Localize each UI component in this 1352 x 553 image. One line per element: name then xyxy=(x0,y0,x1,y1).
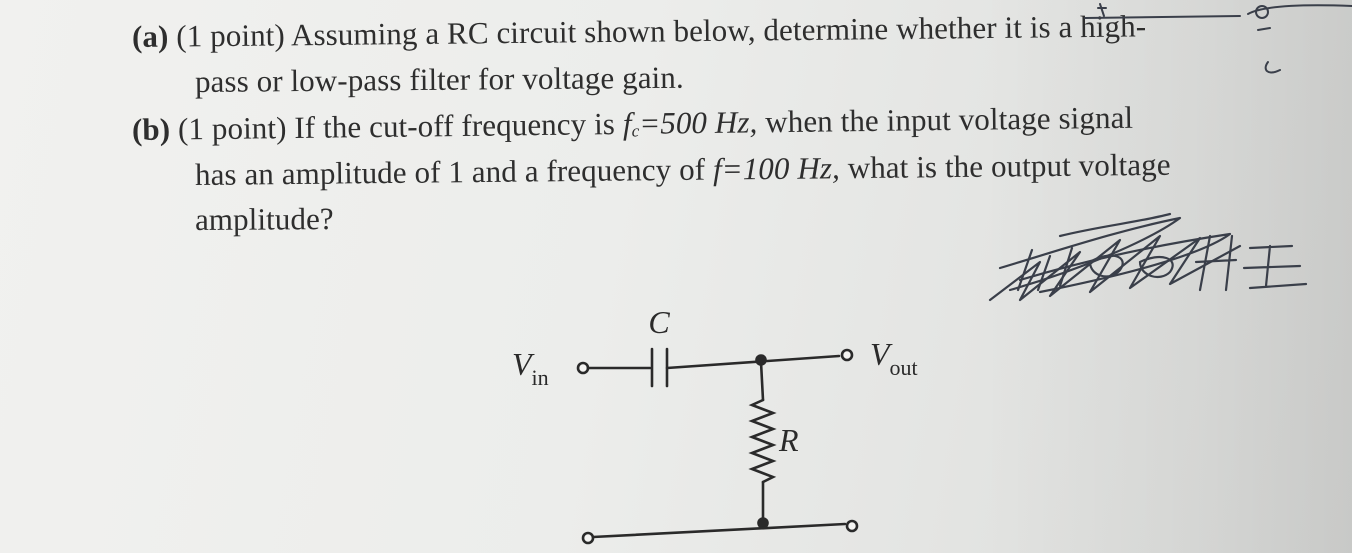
vin-terminal-bottom xyxy=(581,531,595,545)
wire-ground xyxy=(591,522,847,539)
resistor-zigzag xyxy=(748,398,777,484)
vout-terminal-bottom xyxy=(845,519,859,533)
resistor-label: R xyxy=(778,422,799,458)
scribble-mark xyxy=(988,212,1308,302)
rc-circuit xyxy=(576,347,859,545)
wire-cap-to-node xyxy=(665,354,841,370)
vin-label: Vin xyxy=(512,346,549,390)
vout-label: Vout xyxy=(870,336,918,380)
capacitor-label: C xyxy=(648,304,670,340)
handwritten-marks xyxy=(1084,3,1352,74)
vout-terminal-top xyxy=(840,348,854,362)
vin-terminal-top xyxy=(576,361,590,375)
junction-bottom xyxy=(757,517,769,529)
wire-node-to-resistor xyxy=(759,360,765,402)
